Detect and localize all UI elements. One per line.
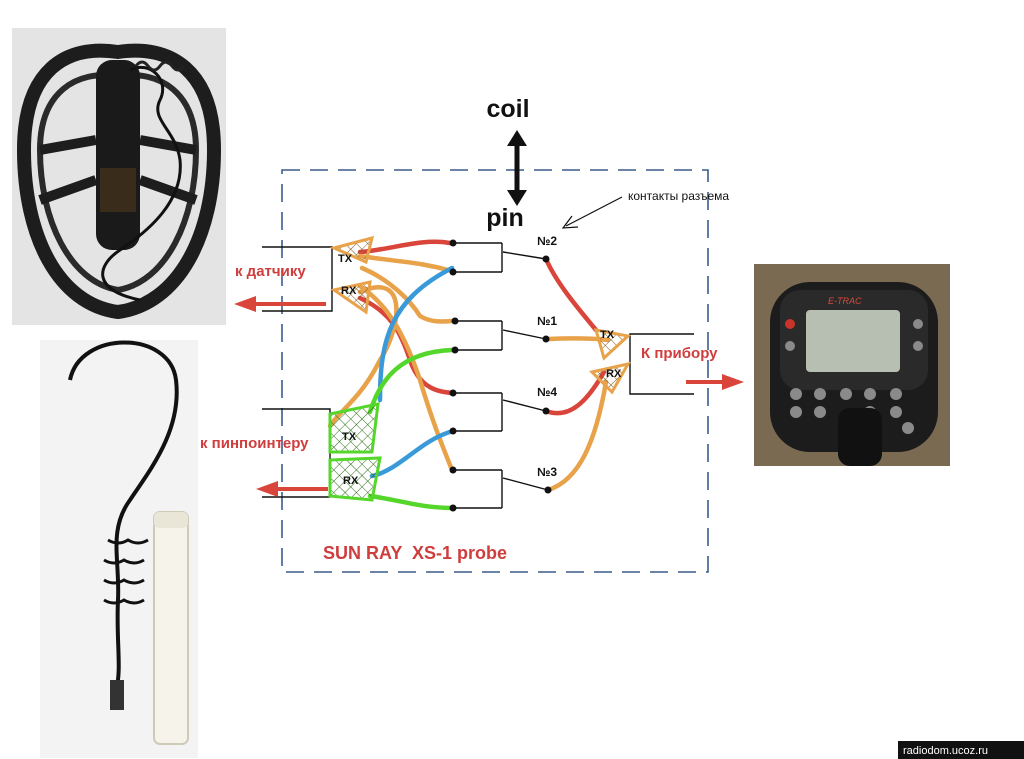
coil-connector: TX RX [262, 235, 375, 315]
etrac-device-photo: E-TRAC [754, 264, 950, 466]
wires [327, 239, 611, 511]
pin-rx-label: RX [343, 475, 359, 487]
contact-label-3: №3 [537, 465, 557, 479]
pinpointer-side-label: к пинпоинтеру [200, 435, 309, 452]
pinpointer-photo [40, 340, 198, 758]
wire-orange-1 [357, 253, 455, 274]
device-arrow-icon [686, 374, 744, 390]
wire-orange-device-2 [545, 379, 609, 493]
pinpointer-connector: TX RX [262, 402, 382, 502]
device-rx-label: RX [606, 368, 622, 380]
contact-label-4: №4 [537, 385, 557, 399]
wire-green-2 [367, 493, 456, 511]
coil-side-label: к датчику [235, 263, 306, 280]
wire-green-1 [367, 347, 455, 415]
watermark-bg [898, 741, 1024, 759]
device-connector: TX RX [589, 328, 694, 395]
contact-label-2: №2 [537, 234, 557, 248]
coil-arrow-icon [234, 296, 326, 312]
watermark: radiodom.ucoz.ru [903, 745, 988, 757]
device-brand-label: E-TRAC [828, 296, 862, 306]
wire-orange-3 [357, 283, 455, 473]
probe-title: SUN RAY XS-1 probe [323, 543, 507, 563]
pin-label: pin [486, 204, 524, 232]
device-side-label: К прибору [641, 345, 718, 362]
wire-blue-2 [369, 428, 456, 479]
wire-red-coil-tx [357, 239, 453, 255]
pointer-arrow-icon [561, 196, 623, 229]
connector-note: контакты разъема [628, 189, 729, 203]
contact-label-1: №1 [537, 314, 557, 328]
wire-orange-2 [359, 265, 455, 324]
coil-photo [12, 28, 226, 325]
pin-tx-label: TX [342, 431, 357, 443]
coil-tx-label: TX [338, 253, 353, 265]
coil-label: coil [486, 95, 529, 123]
double-arrow-icon [507, 130, 527, 206]
device-tx-label: TX [600, 329, 615, 341]
wire-red-device-tx [543, 256, 599, 333]
switch-block [453, 242, 549, 509]
contact-dots [449, 239, 552, 512]
probe-dashed-border [281, 169, 709, 573]
pinpointer-arrow-icon [256, 481, 328, 497]
wire-blue-1 [377, 265, 455, 403]
coil-rx-label: RX [341, 285, 357, 297]
